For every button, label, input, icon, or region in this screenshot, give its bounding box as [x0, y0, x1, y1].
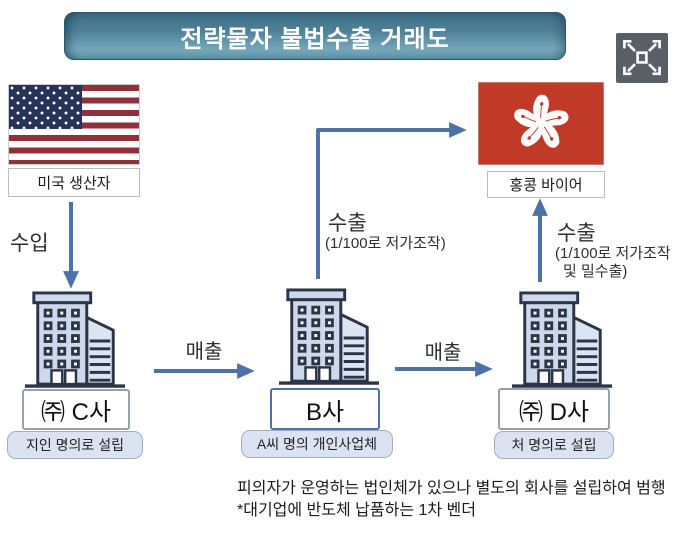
page-title: 전략물자 불법수출 거래도 — [180, 25, 450, 53]
company-b-note: A씨 명의 개인사업체 — [256, 436, 378, 452]
arrow-export-b-to-hk — [316, 122, 467, 279]
export-b-label: 수출 — [328, 212, 367, 235]
company-d-note-box: 처 명의로 설립 — [494, 431, 614, 459]
company-d-name: ㈜ D사 — [518, 398, 590, 426]
fullscreen-expand-icon — [623, 39, 661, 76]
company-b-name-box: B사 — [270, 388, 380, 430]
export-b-sublabel: (1/100로 저가조작) — [325, 235, 446, 252]
company-d-name-box: ㈜ D사 — [498, 388, 610, 430]
company-b-building-icon — [276, 287, 382, 387]
company-c-name: ㈜ C사 — [40, 399, 112, 426]
import-label: 수입 — [10, 232, 49, 255]
company-c-name-box: ㈜ C사 — [22, 389, 130, 430]
hong-kong-flag-icon — [478, 82, 604, 165]
footnote-line2: *대기업에 반도체 납품하는 1차 벤더 — [237, 502, 476, 519]
hk-buyer-box: 홍콩 바이어 — [487, 171, 605, 198]
footnote-line1: 피의자가 운영하는 법인체가 있으나 별도의 회사를 설립하여 범행 — [237, 480, 666, 497]
company-c-note-box: 지인 명의로 설립 — [7, 431, 143, 459]
sales-b-to-d-label: 매출 — [424, 342, 462, 364]
export-d-sublabel-line1: (1/100로 저가조작 — [555, 245, 671, 262]
sales-c-to-b-label: 매출 — [185, 341, 223, 363]
export-d-sublabel-line2: 및 밀수출) — [563, 263, 628, 280]
us-producer-label: 미국 생산자 — [37, 175, 111, 192]
fullscreen-button[interactable] — [616, 33, 668, 83]
title-banner: 전략물자 불법수출 거래도 — [64, 12, 566, 60]
company-b-note-box: A씨 명의 개인사업체 — [241, 430, 393, 458]
company-c-note: 지인 명의로 설립 — [26, 437, 124, 453]
usa-flag-icon — [8, 84, 140, 165]
us-producer-box: 미국 생산자 — [8, 168, 140, 197]
company-b-name: B사 — [305, 398, 345, 426]
export-d-label: 수출 — [557, 222, 596, 245]
usa-flag-canton — [9, 85, 82, 129]
hk-buyer-label: 홍콩 바이어 — [509, 177, 583, 194]
company-d-note: 처 명의로 설립 — [511, 437, 597, 453]
footnote-block: 피의자가 운영하는 법인체가 있으나 별도의 회사를 설립하여 범행 *대기업에… — [237, 478, 666, 522]
company-d-building-icon — [509, 290, 615, 390]
company-c-building-icon — [22, 290, 128, 390]
